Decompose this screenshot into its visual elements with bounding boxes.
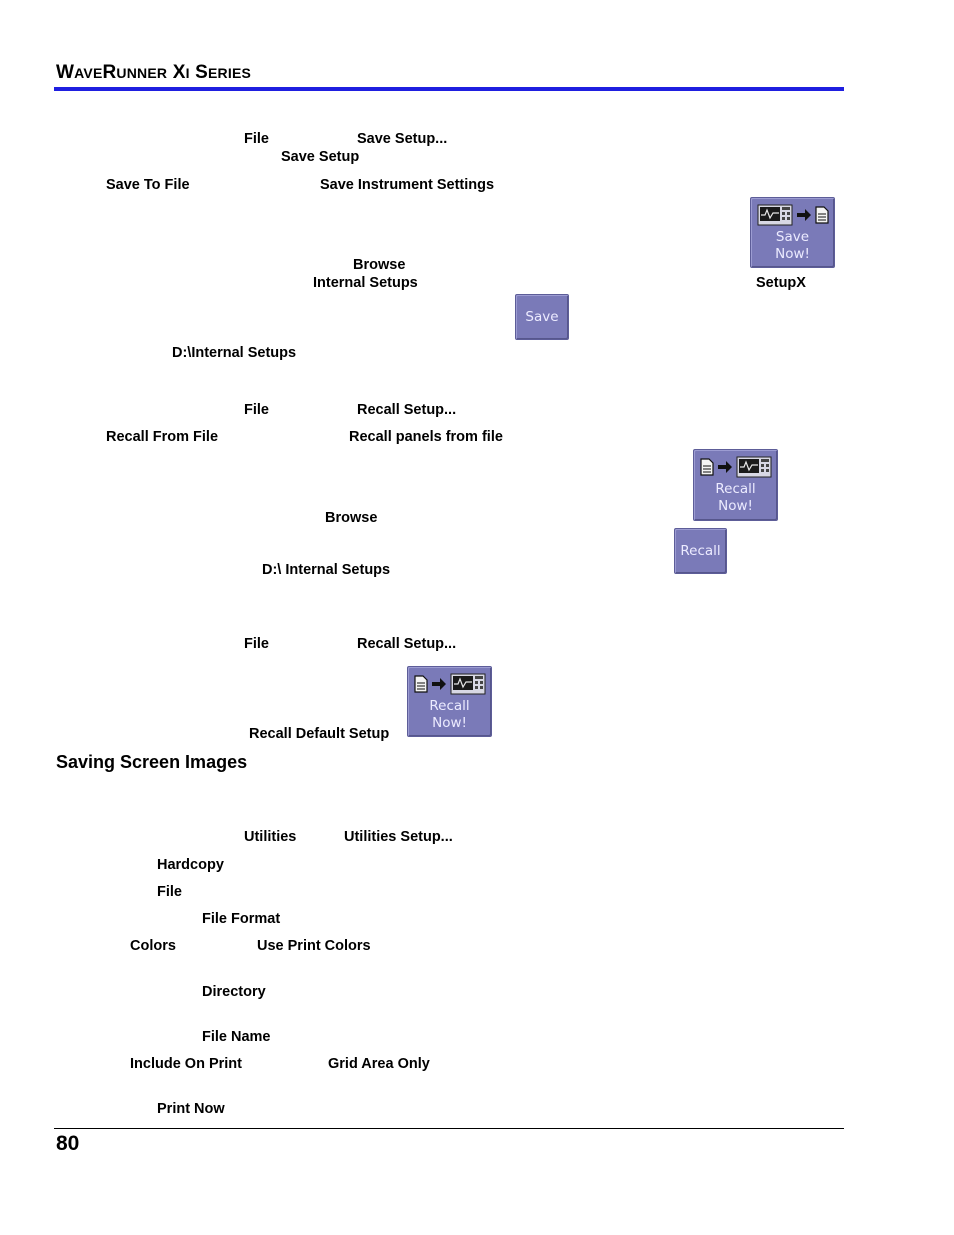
recall-now-button[interactable]: Recall Now! bbox=[693, 449, 778, 521]
internal-setups-label: Internal Setups bbox=[313, 275, 418, 291]
header-part: S bbox=[195, 62, 209, 83]
grid-area-only-label: Grid Area Only bbox=[328, 1056, 430, 1072]
file-label: File bbox=[157, 884, 182, 900]
save-setup-tab-label: Save Setup bbox=[281, 149, 360, 165]
save-now-line1: Save bbox=[775, 229, 810, 245]
recall-now-line2: Now! bbox=[432, 715, 467, 731]
file-format-label: File Format bbox=[202, 911, 281, 927]
browse-label: Browse bbox=[325, 510, 378, 526]
arrow-right-icon bbox=[717, 461, 732, 473]
page-number: 80 bbox=[56, 1132, 80, 1155]
use-print-colors-label: Use Print Colors bbox=[257, 938, 371, 954]
recall-button[interactable]: Recall bbox=[674, 528, 727, 574]
document-icon bbox=[413, 675, 428, 693]
arrow-right-icon bbox=[796, 209, 811, 221]
save-now-line2: Now! bbox=[775, 246, 810, 262]
running-header: WAVERUNNER XI SERIES bbox=[56, 62, 251, 84]
hardcopy-tab-label: Hardcopy bbox=[157, 857, 224, 873]
save-setup-menu-label: Save Setup... bbox=[357, 131, 448, 147]
header-part: I bbox=[185, 65, 190, 81]
save-button[interactable]: Save bbox=[515, 294, 569, 340]
utilities-setup-menu-label: Utilities Setup... bbox=[344, 829, 453, 845]
recall-button-label: Recall bbox=[680, 543, 721, 559]
save-now-icons bbox=[751, 201, 834, 229]
footer-rule bbox=[54, 1128, 844, 1129]
browse-label: Browse bbox=[353, 257, 406, 273]
print-now-label: Print Now bbox=[157, 1101, 225, 1117]
save-button-label: Save bbox=[525, 309, 559, 325]
recall-panels-from-file-label: Recall panels from file bbox=[349, 429, 503, 445]
header-part: AVE bbox=[74, 65, 103, 81]
save-instrument-settings-label: Save Instrument Settings bbox=[320, 177, 495, 193]
recall-now-default-button[interactable]: Recall Now! bbox=[407, 666, 492, 737]
save-now-button[interactable]: Save Now! bbox=[750, 197, 835, 268]
header-part: W bbox=[56, 62, 75, 83]
file-name-label: File Name bbox=[202, 1029, 271, 1045]
utilities-menu-label: Utilities bbox=[244, 829, 297, 845]
header-part: R bbox=[102, 62, 117, 83]
internal-setups-path: D:\ Internal Setups bbox=[262, 562, 391, 578]
arrow-right-icon bbox=[431, 678, 446, 690]
save-to-file-label: Save To File bbox=[106, 177, 190, 193]
internal-setups-path: D:\Internal Setups bbox=[172, 345, 297, 361]
include-on-print-label: Include On Print bbox=[130, 1056, 242, 1072]
oscilloscope-icon bbox=[736, 456, 771, 478]
recall-setup-menu-label: Recall Setup... bbox=[357, 636, 457, 652]
recall-default-setup-label: Recall Default Setup bbox=[249, 726, 390, 742]
document-icon bbox=[814, 206, 829, 224]
recall-now-line1: Recall bbox=[429, 698, 470, 714]
recall-setup-menu-label: Recall Setup... bbox=[357, 402, 457, 418]
file-menu-label: File bbox=[244, 131, 269, 147]
recall-now-icons bbox=[408, 670, 491, 698]
colors-label: Colors bbox=[130, 938, 176, 954]
setupx-label: SetupX bbox=[756, 275, 806, 291]
recall-from-file-label: Recall From File bbox=[106, 429, 219, 445]
file-menu-label: File bbox=[244, 402, 269, 418]
directory-label: Directory bbox=[202, 984, 266, 1000]
file-menu-label: File bbox=[244, 636, 269, 652]
header-part: X bbox=[172, 62, 186, 83]
oscilloscope-icon bbox=[757, 204, 792, 226]
header-rule bbox=[54, 87, 844, 91]
section-heading: Saving Screen Images bbox=[56, 752, 248, 772]
oscilloscope-icon bbox=[450, 673, 485, 695]
header-part: UNNER bbox=[116, 65, 168, 81]
recall-now-line1: Recall bbox=[715, 481, 756, 497]
recall-now-icons bbox=[694, 453, 777, 481]
recall-now-line2: Now! bbox=[718, 498, 753, 514]
document-icon bbox=[699, 458, 714, 476]
header-part: ERIES bbox=[208, 65, 252, 81]
